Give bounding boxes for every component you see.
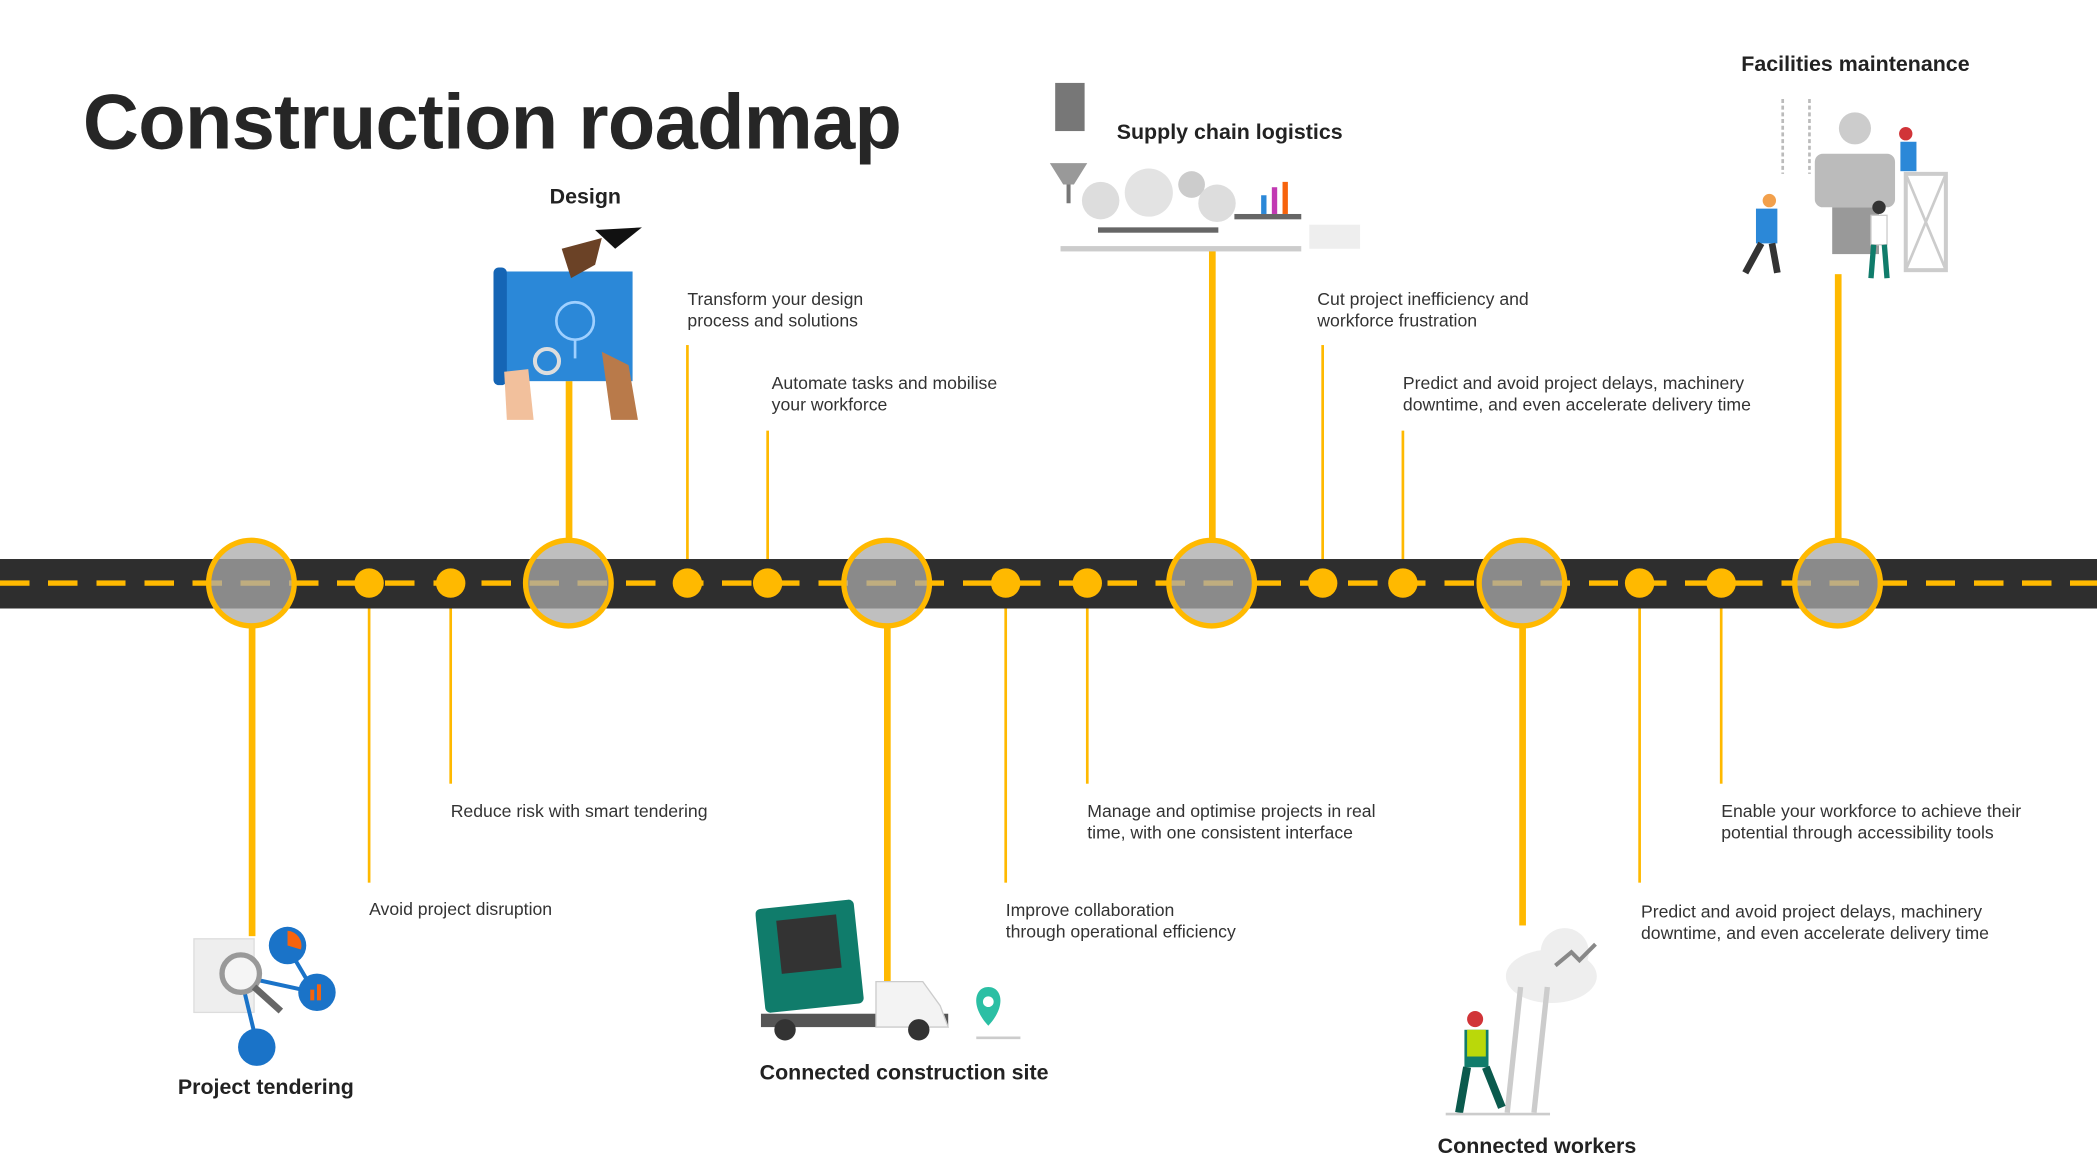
benefit-dot: [752, 568, 783, 598]
benefit-dot: [435, 568, 466, 598]
milestone-marker-project-tendering: [205, 537, 297, 629]
benefit-dot: [1072, 568, 1102, 598]
benefit-dot: [672, 568, 703, 598]
milestone-heading: Project tendering: [177, 1076, 354, 1100]
benefit-text: Manage and optimise projects in real tim…: [1087, 801, 1376, 843]
truck-circuit-illustration: [755, 899, 1021, 1041]
benefit-text: Predict and avoid project delays, machin…: [1402, 373, 1751, 415]
milestone-marker-connected-site: [841, 537, 933, 629]
benefit-text: Cut project inefficiency and workforce f…: [1317, 288, 1529, 331]
benefit-text: Reduce risk with smart tendering: [450, 801, 708, 822]
connector-line: [565, 381, 573, 542]
connector-line: [1401, 430, 1405, 584]
worker-ladder-cloud-illustration: [1445, 928, 1597, 1116]
connector-line: [1719, 583, 1723, 784]
milestone-marker-supply-chain: [1166, 537, 1258, 629]
milestone-marker-connected-workers: [1476, 537, 1568, 629]
benefit-text: Avoid project disruption: [369, 898, 553, 919]
milestone-heading: Design: [549, 185, 621, 209]
connector-line: [1834, 274, 1842, 542]
connector-line: [367, 583, 371, 883]
benefit-text: Predict and avoid project delays, machin…: [1640, 901, 1989, 943]
connector-line: [1519, 623, 1526, 926]
page-title: Construction roadmap: [82, 78, 902, 166]
connector-line: [1638, 583, 1641, 883]
connector-line: [1208, 247, 1216, 542]
milestone-heading: Connected workers: [1437, 1135, 1637, 1159]
connector-line: [449, 583, 453, 784]
connector-line: [884, 623, 891, 985]
milestone-heading: Supply chain logistics: [1116, 121, 1343, 145]
connector-line: [686, 345, 689, 584]
benefit-text: Enable your workforce to achieve their p…: [1721, 801, 2022, 843]
benefit-text: Automate tasks and mobilise your workfor…: [771, 373, 998, 415]
connector-line: [1321, 345, 1324, 584]
milestone-heading: Facilities maintenance: [1741, 53, 1970, 77]
benefit-dot: [990, 568, 1021, 598]
tendering-analytics-illustration: [193, 926, 336, 1066]
milestone-marker-design: [522, 537, 614, 629]
benefit-dot: [1388, 568, 1418, 598]
connector-line: [1085, 583, 1089, 784]
benefit-text: Improve collaboration through operationa…: [1005, 900, 1236, 942]
connector-line: [1004, 583, 1008, 883]
connector-line: [766, 430, 769, 584]
machinery-maintenance-illustration: [1742, 98, 1948, 279]
blueprint-design-illustration: [493, 227, 642, 420]
milestone-heading: Connected construction site: [759, 1061, 1049, 1085]
benefit-dot: [1706, 568, 1736, 598]
road-centre-line: [0, 580, 2097, 586]
benefit-dot: [1624, 568, 1655, 598]
conveyor-factory-illustration: [1049, 82, 1361, 252]
benefit-dot: [1307, 568, 1338, 598]
milestone-marker-facilities: [1792, 537, 1884, 629]
connector-line: [248, 623, 256, 937]
benefit-text: Transform your design process and soluti…: [687, 288, 864, 331]
benefit-dot: [354, 568, 384, 598]
